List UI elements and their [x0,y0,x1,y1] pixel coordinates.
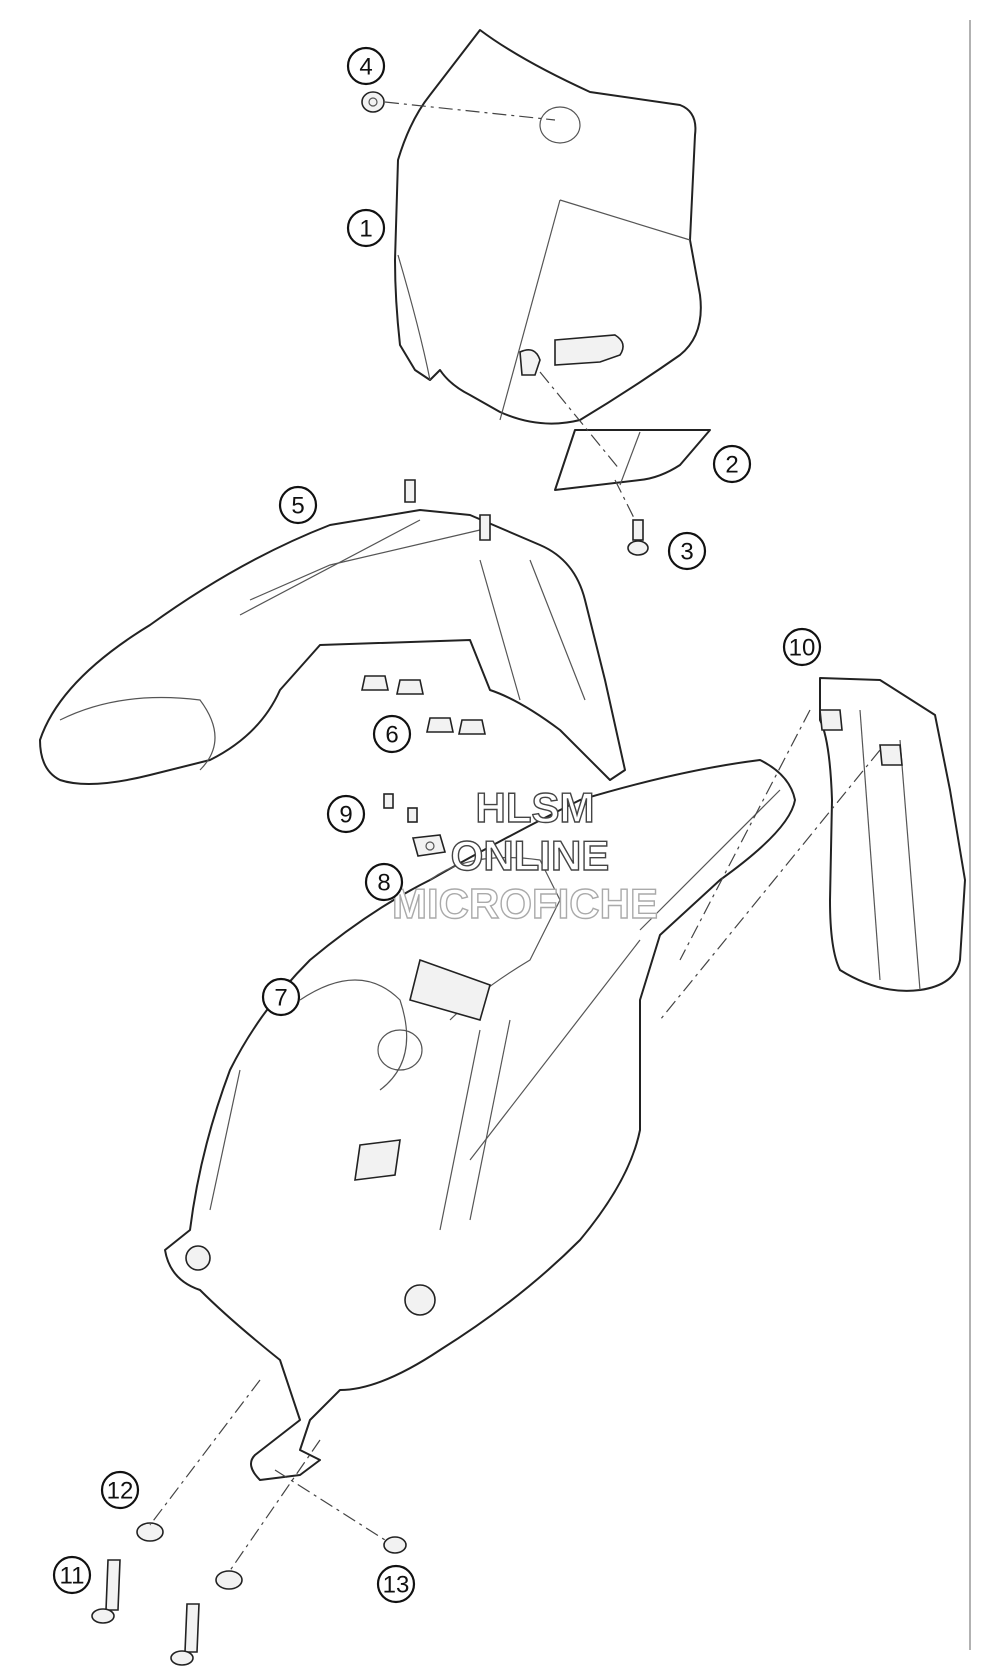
callout-4: 4 [346,46,386,86]
callout-8: 8 [364,862,404,902]
part-tank-shroud[interactable] [164,759,796,1481]
part-bracket-8[interactable] [411,834,447,857]
svg-text:11: 11 [60,1563,85,1590]
callout-11: 11 [52,1555,92,1595]
callout-7: 7 [261,977,301,1017]
part-mudflap[interactable] [819,677,966,992]
watermark-line-3: MICROFICHE [392,880,658,927]
part-decal[interactable] [554,429,711,491]
svg-text:10: 10 [789,635,816,662]
callout-10: 10 [782,627,822,667]
callout-3: 3 [667,531,707,571]
leader-lines [149,101,881,1573]
svg-text:1: 1 [359,216,372,243]
svg-text:13: 13 [383,1572,410,1599]
part-grommets-12[interactable] [136,1522,243,1590]
callout-13: 13 [376,1564,416,1604]
part-bolts-11[interactable] [91,1559,200,1666]
watermark-line-2: ONLINE [451,832,610,879]
callout-6: 6 [372,714,412,754]
callout-1: 1 [346,208,386,248]
svg-text:12: 12 [107,1478,134,1505]
watermark: HLSM ONLINE MICROFICHE [391,783,658,927]
svg-text:3: 3 [680,539,693,566]
svg-text:9: 9 [339,802,352,829]
part-screws-9[interactable] [383,793,418,823]
part-clips-6[interactable] [361,675,486,735]
part-number-plate[interactable] [394,29,702,425]
svg-text:6: 6 [385,722,398,749]
svg-text:4: 4 [359,54,372,81]
part-screw-3[interactable] [627,519,649,556]
svg-text:2: 2 [725,452,738,479]
callout-5: 5 [278,485,318,525]
part-front-fender[interactable] [39,479,626,785]
part-screw-13[interactable] [383,1536,407,1554]
svg-text:7: 7 [274,985,287,1012]
part-washer-4[interactable] [361,91,385,113]
callout-9: 9 [326,794,366,834]
callout-2: 2 [712,444,752,484]
watermark-line-1: HLSM [476,784,595,831]
callout-12: 12 [100,1470,140,1510]
svg-text:5: 5 [291,493,304,520]
svg-text:8: 8 [377,870,390,897]
